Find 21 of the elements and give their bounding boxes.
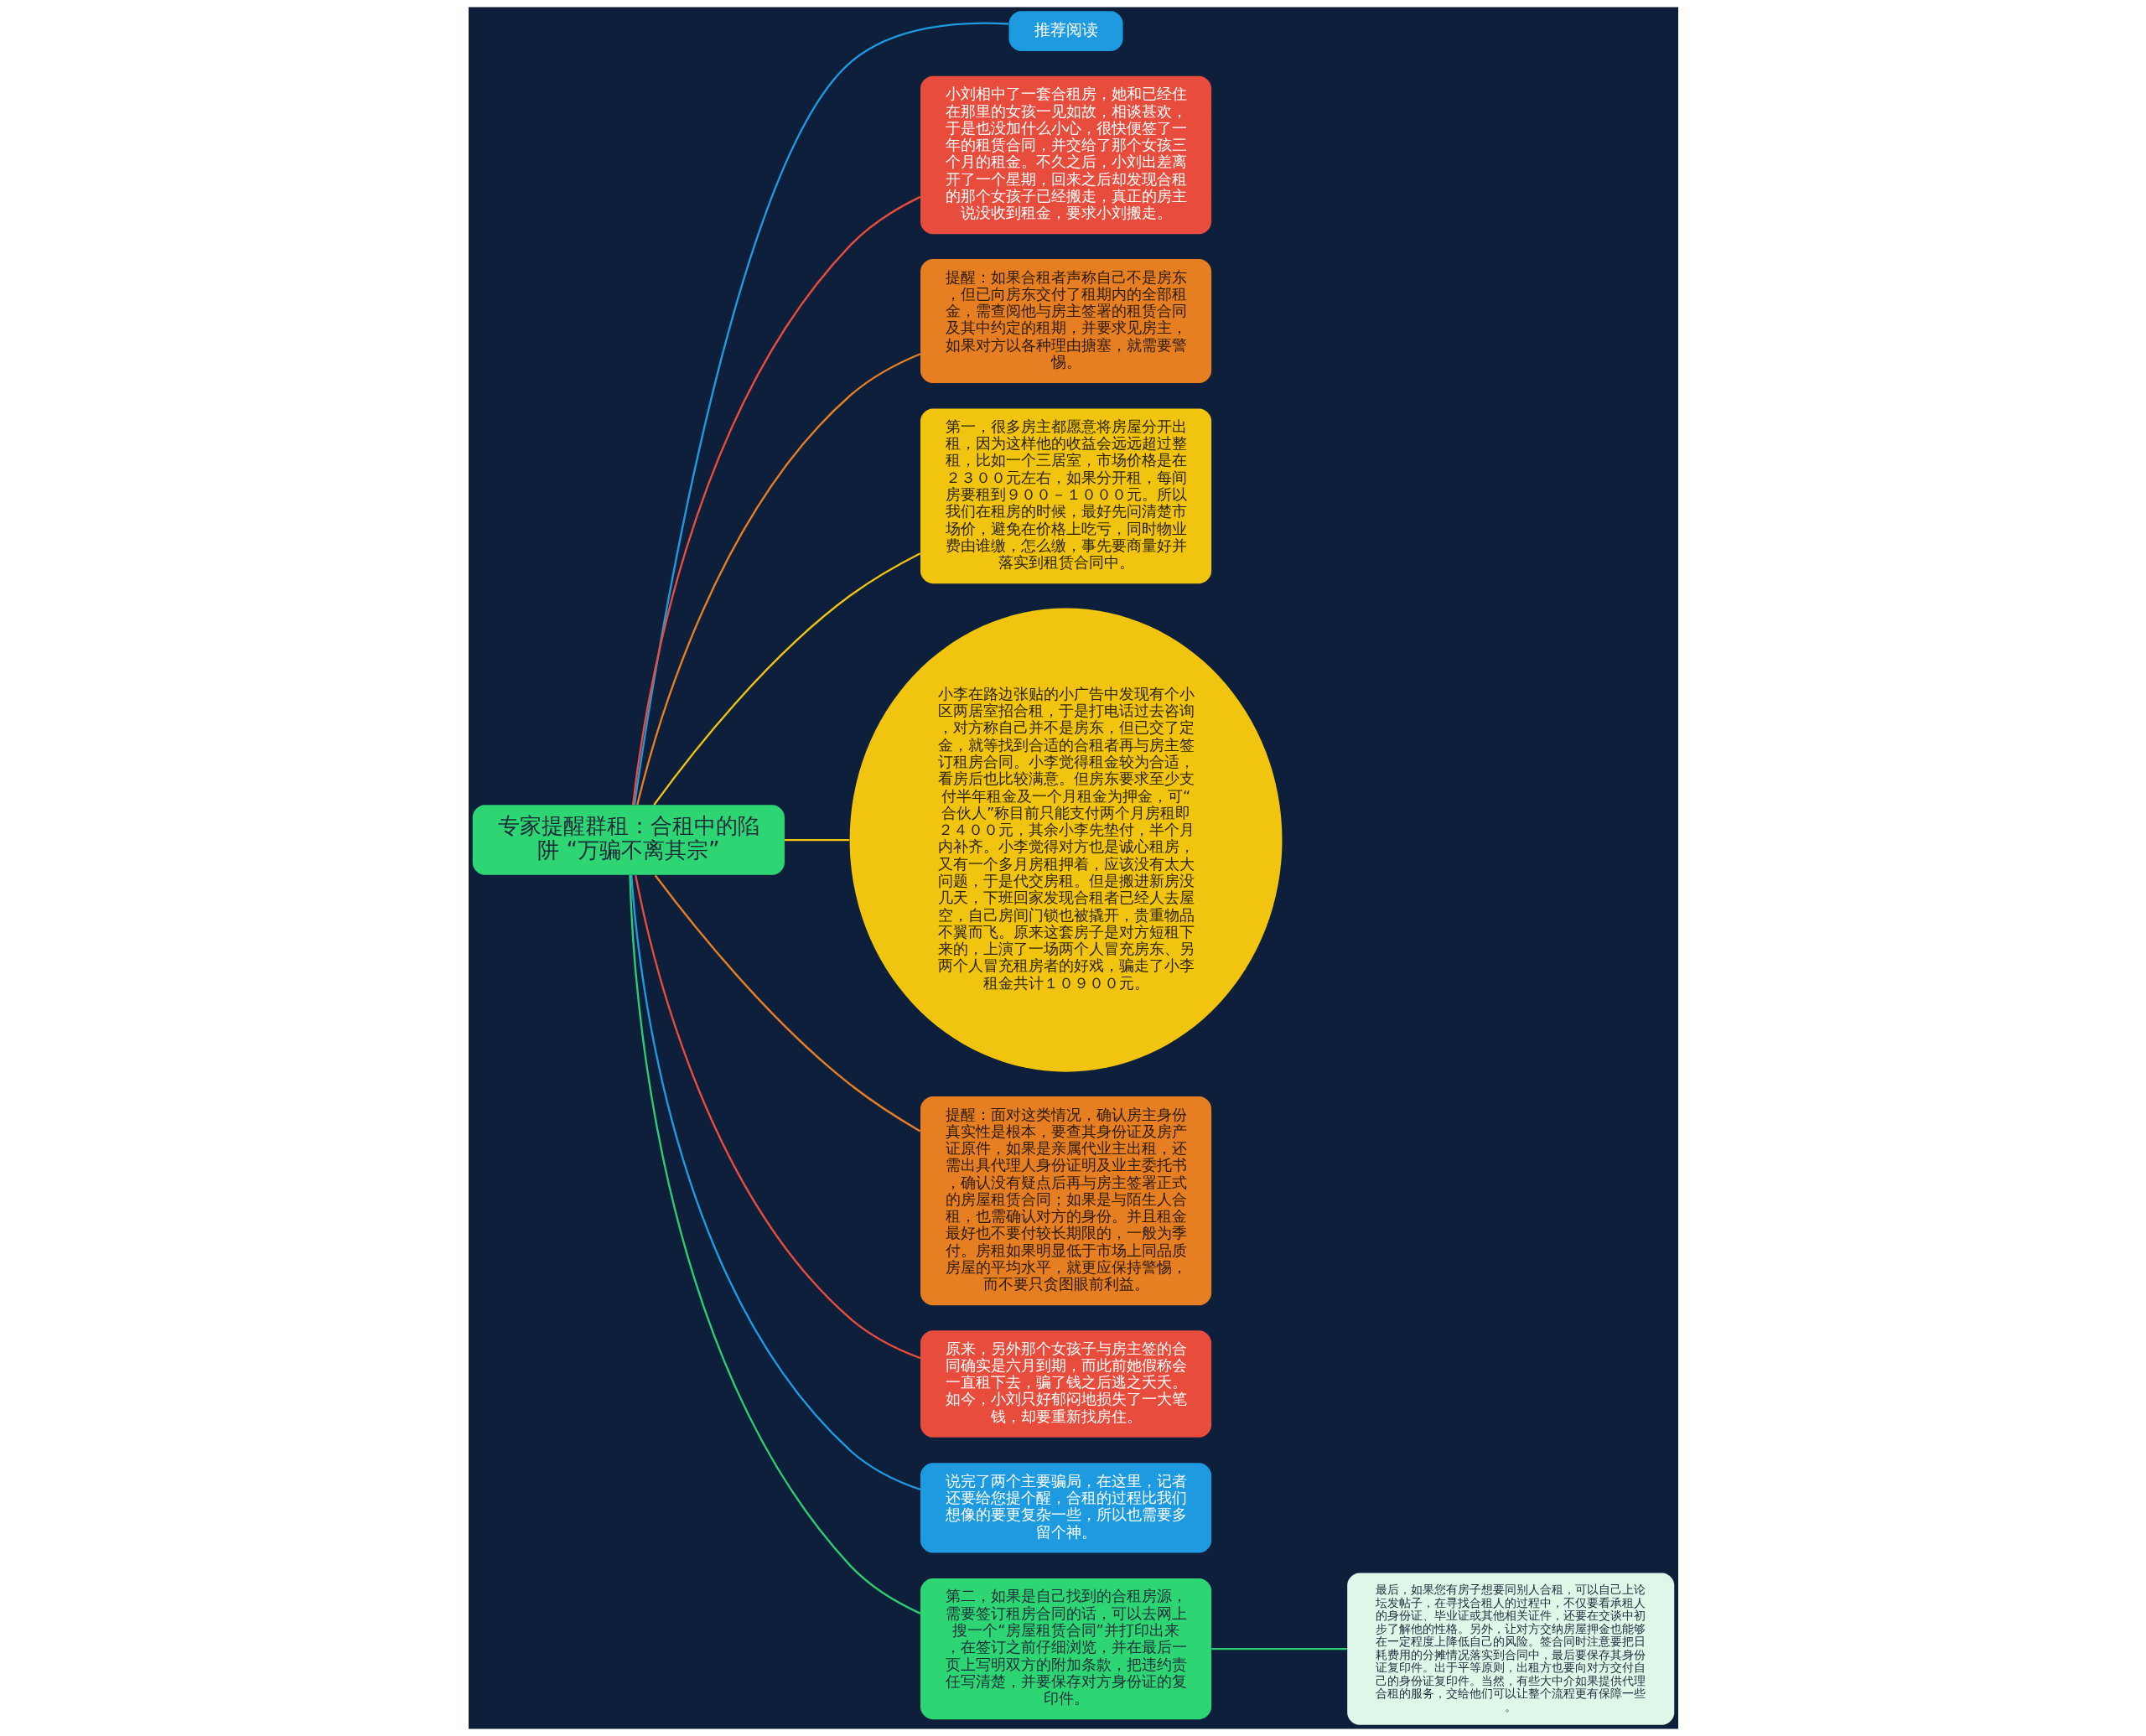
connector — [630, 874, 920, 1491]
connector — [635, 353, 920, 806]
node-box: 推荐阅读 — [1008, 11, 1123, 51]
node-box: 第二，如果是自己找到的合租房源，需要签订租房合同的话，可以去网上搜一个“房屋租赁合同”并打印出来，在签订之前仔细浏览，并在最后一页上写明双方的附加条款，把违约责任写清楚，并要保存对方身份证的复印件。 — [920, 1578, 1211, 1720]
connector — [1210, 1647, 1347, 1650]
connector — [631, 195, 920, 806]
connector — [633, 22, 1008, 806]
connector — [652, 552, 920, 806]
node-box: 最后，如果您有房子想要同别人合租，可以自己上论坛发帖子，在寻找合租人的过程中，不仅要看承租人的身份证、毕业证或其他相关证件，还要在交谈中初步了解他的性格。另外，让对方交纳房屋押金也能够在一定程度上降低自己的风险。签合同时注意要把日耗费用的分摊情况落实到合同中，最后要保存其身份证复印件。出于平等原则，出租方也要向对方交付自己的身份证复印件。当然，有些大中介如果提供代理合租的服务，交给他们可以让整个流程更有保障一些。 — [1346, 1573, 1674, 1725]
connector — [628, 874, 920, 1614]
node-box: 第一，很多房主都愿意将房屋分开出租，因为这样他的收益会远远超过整租，比如一个三居室，市场价格是在２３００元左右，如果分开租，每间房要租到９００－１０００元。所以我们在租房的时候，最好先问清楚市场价，避免在价格上吃亏，同时物业费由谁缴，怎么缴，事先要商量好并落实到租赁合同中。 — [920, 408, 1211, 584]
node-box: 小刘相中了一套合租房，她和已经住在那里的女孩一见如故，相谈甚欢，于是也没加什么小心，很快便签了一年的租赁合同，并交给了那个女孩三个月的租金。不久之后，小刘出差离开了一个星期，回来之后却发现合租的那个女孩子已经搬走，真正的房主说没收到租金，要求小刘搬走。 — [920, 75, 1211, 235]
connector — [634, 875, 920, 1360]
connector — [784, 838, 849, 842]
connector — [654, 874, 920, 1132]
node-box: 提醒：如果合租者声称自己不是房东，但已向房东交付了租期内的全部租金，需查阅他与房主签署的租赁合同及其中约定的租期，并要求见房主，如果对方以各种理由搪塞，就需要警惕。 — [920, 259, 1211, 383]
node-box: 原来，另外那个女孩子与房主签的合同确实是六月到期，而此前她假称会一直租下去，骗了钱之后逃之夭夭。如今，小刘只好郁闷地损失了一大笔钱，却要重新找房住。 — [920, 1330, 1211, 1438]
node-box: 提醒：面对这类情况，确认房主身份真实性是根本，要查其身份证及房产证原件，如果是亲属代业主出租，还需出具代理人身份证明及业主委托书，确认没有疑点后再与房主签署正式的房屋租赁合同；如果是与陌生人合租，也需确认对方的身份。并且租金最好也不要付较长期限的，一般为季付。房租如果明显低于市场上同品质房屋的平均水平，就更应保持警惕，而不要只贪图眼前利益。 — [920, 1096, 1211, 1306]
node-circle: 小李在路边张贴的小广告中发现有个小区两居室招合租，于是打电话过去咨询，对方称自己并不是房东，但已交了定金，就等找到合适的合租者再与房主签订租房合同。小李觉得租金较为合适，看房后也比较满意。但房东要求至少支付半年租金及一个月租金为押金，可“合伙人”称目前只能支付两个月房租即２４００元，其余小李先垫付，半个月内补齐。小李觉得对方也是诚心租房，又有一个多月房租押着，应该没有太大问题，于是代交房租。但是搬进新房没几天，下班回家发现合租者已经人去屋空，自己房间门锁也被撬开，贵重物品不翼而飞。原来这套房子是对方短租下来的，上演了一场两个人冒充房东、另两个人冒充租房者的好戏，骗走了小李租金共计１０９００元。 — [849, 608, 1282, 1072]
node-box: 专家提醒群租：合租中的陷阱 “万骗不离其宗” — [472, 805, 785, 875]
node-box: 说完了两个主要骗局，在这里，记者还要给您提个醒，合租的过程比我们想像的要更复杂一些，所以也需要多留个神。 — [920, 1463, 1211, 1553]
